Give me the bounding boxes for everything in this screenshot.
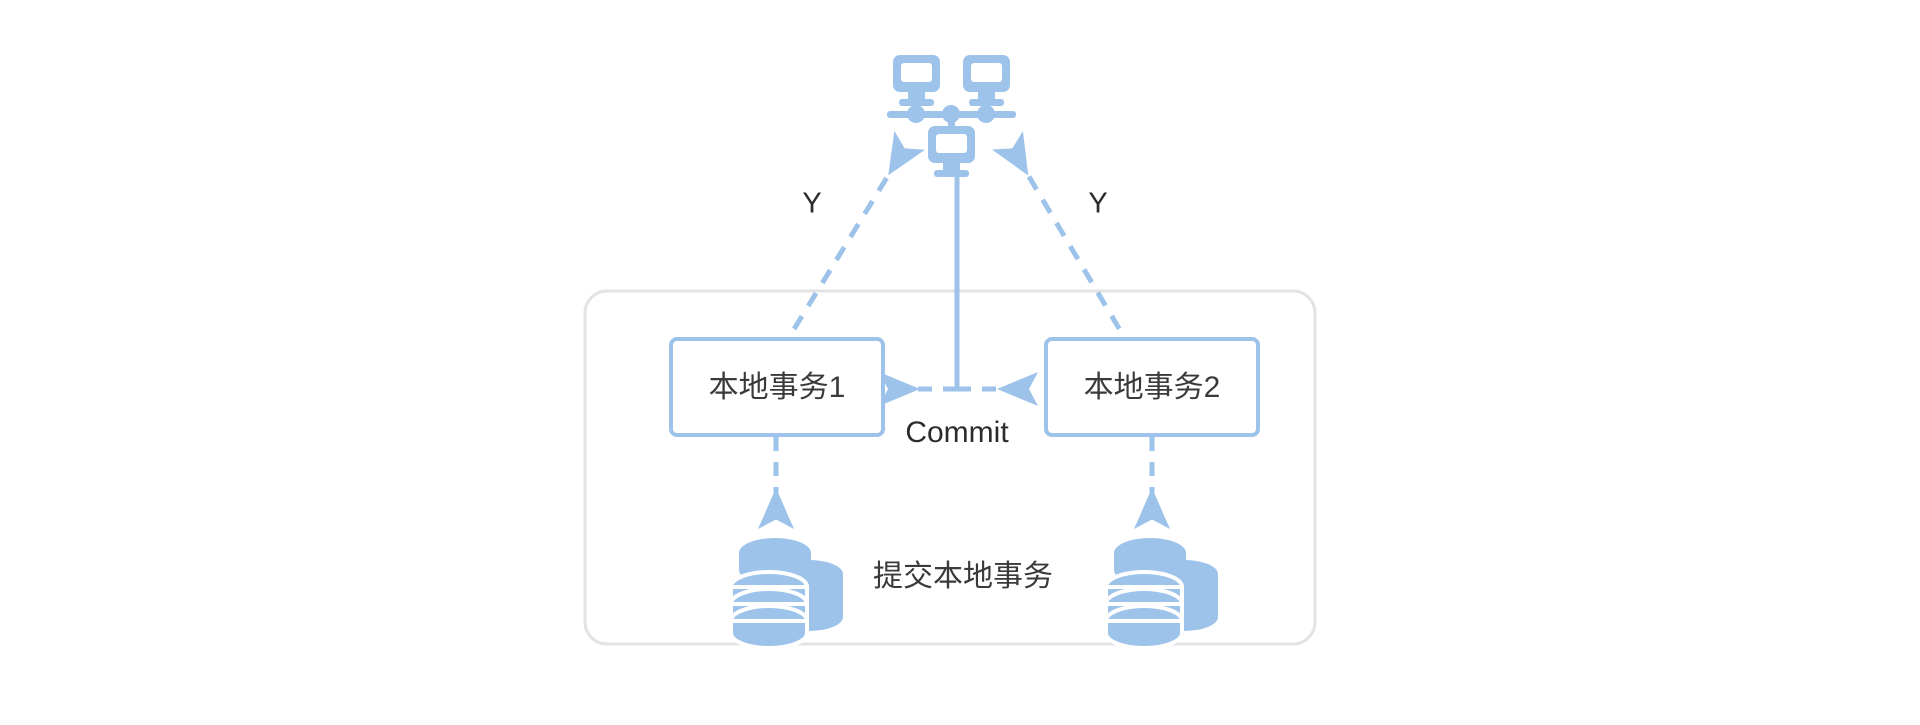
database-stack-icon bbox=[729, 538, 843, 650]
vote-label-right: Y bbox=[1088, 188, 1107, 220]
local-transaction-1-box[interactable] bbox=[669, 337, 885, 437]
vote-edge-left bbox=[777, 130, 926, 354]
database-stack-icon bbox=[1104, 538, 1218, 650]
commit-local-transaction-caption: 提交本地事务 bbox=[873, 560, 1053, 593]
local-transaction-1-node[interactable]: 本地事务1 bbox=[669, 337, 885, 437]
commit-label: Commit bbox=[905, 416, 1009, 449]
network-cluster-icon bbox=[887, 55, 1016, 177]
local-transaction-2-node[interactable]: 本地事务2 bbox=[1044, 337, 1260, 437]
local-transaction-1-label: 本地事务1 bbox=[709, 371, 846, 404]
local-transaction-2-label: 本地事务2 bbox=[1084, 371, 1221, 404]
vote-edge-right bbox=[991, 131, 1136, 354]
local-transaction-2-box[interactable] bbox=[1044, 337, 1260, 437]
vote-label-left: Y bbox=[802, 188, 821, 220]
